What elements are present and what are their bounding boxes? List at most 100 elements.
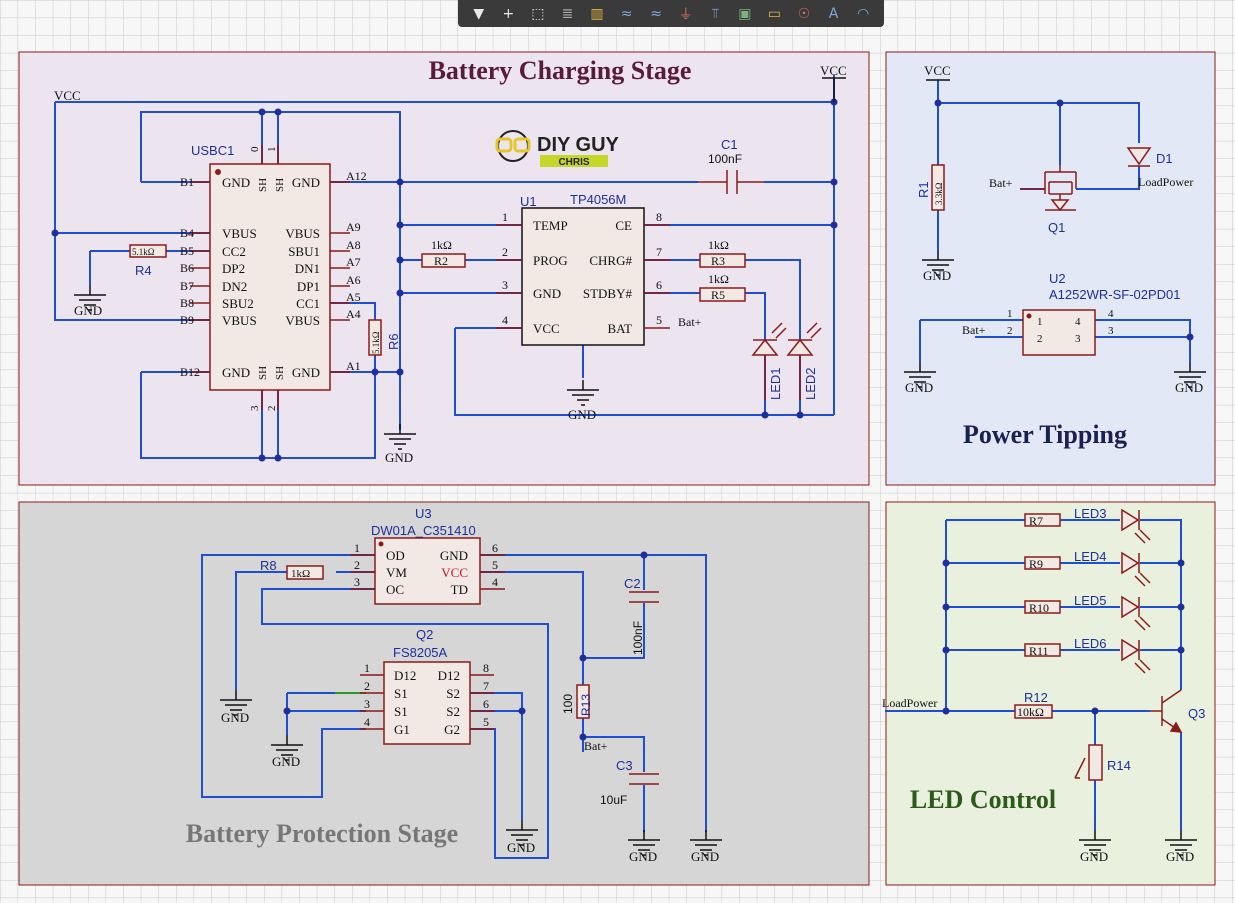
crosshair-icon[interactable]: +	[502, 5, 515, 22]
led-row-resistor-ref: R7	[1029, 514, 1043, 528]
u2-outer-pin-2: 2	[1007, 325, 1013, 337]
c3-symbol[interactable]	[629, 773, 659, 785]
protection-junctions	[283, 551, 648, 741]
u1-left-pin-name: TEMP	[533, 218, 568, 233]
bat-label-u1: Bat+	[678, 315, 702, 329]
c1-symbol[interactable]	[698, 170, 764, 194]
tipping-stage-frame[interactable]	[885, 51, 1216, 486]
usbc1-left-pin-number: B5	[180, 244, 194, 258]
usbc1-left-pin-name: GND	[222, 175, 250, 190]
charging-stage-frame[interactable]	[18, 51, 870, 486]
usbc1-sh-bottom-1: SH	[257, 366, 269, 380]
r5-value: 1kΩ	[708, 272, 729, 286]
r6-symbol[interactable]	[368, 319, 382, 356]
led-row-resistor[interactable]	[1024, 643, 1061, 657]
led-row-diode[interactable]	[1121, 638, 1140, 662]
r12-symbol[interactable]	[1014, 704, 1053, 719]
u2-inner-pin-1: 1	[1037, 316, 1043, 328]
bus-icon[interactable]: ≈	[650, 5, 663, 22]
led-row-resistor[interactable]	[1024, 600, 1061, 614]
gnd-label-r14: GND	[1080, 849, 1108, 864]
r1-symbol[interactable]	[931, 164, 945, 211]
u1-right-pin-name: BAT	[607, 321, 632, 336]
led-row-resistor[interactable]	[1024, 556, 1061, 570]
r2-symbol[interactable]	[421, 253, 466, 268]
gnd-label-r4: GND	[74, 303, 102, 318]
r2-value: 1kΩ	[431, 238, 452, 252]
select-box-icon[interactable]: ⬚	[531, 5, 545, 22]
arc-icon[interactable]: ◠	[856, 5, 870, 22]
c2-symbol[interactable]	[629, 591, 659, 603]
pin-icon[interactable]: ▭	[767, 5, 782, 22]
u3-ref: U3	[415, 506, 432, 521]
filter-icon[interactable]: ▼	[473, 5, 485, 22]
usbc1-right-pin-name: SBU1	[288, 244, 320, 259]
r4-symbol[interactable]	[129, 244, 167, 258]
u1-symbol[interactable]	[521, 207, 645, 346]
led1-symbol[interactable]	[751, 322, 787, 400]
usbc1-left-pin-number: B1	[180, 175, 194, 189]
gnd-label-q2-left: GND	[272, 754, 300, 769]
usbc1-left-pin-name: GND	[222, 365, 250, 380]
q1-symbol[interactable]	[1020, 165, 1077, 212]
loadpower-label-led: LoadPower	[882, 696, 937, 710]
net-port-icon[interactable]: ▣	[738, 5, 752, 22]
q2-left-pin-name: D12	[394, 668, 416, 683]
q2-right-pin-name: S2	[446, 686, 460, 701]
d1-symbol[interactable]	[1126, 147, 1152, 167]
u2-inner-pin-4: 4	[1075, 316, 1081, 328]
u2-outer-pin-4: 4	[1108, 308, 1114, 320]
r14-symbol[interactable]	[1074, 744, 1103, 781]
c1-value: 100nF	[708, 152, 742, 166]
u2-symbol[interactable]	[1022, 309, 1096, 356]
r8-ref: R8	[260, 558, 277, 573]
usbc1-symbol[interactable]	[209, 145, 331, 410]
r12-ref: R12	[1024, 690, 1048, 705]
led-row-diode[interactable]	[1121, 508, 1140, 532]
led-row-diode[interactable]	[1121, 551, 1140, 575]
vcc-port-tipping-label: VCC	[924, 63, 951, 78]
u3-left-pin-name: OD	[386, 548, 405, 563]
text-icon[interactable]: A	[828, 5, 839, 22]
led-row-diode[interactable]	[1121, 595, 1140, 619]
tipping-junctions	[934, 99, 1194, 341]
led-row-arrow	[1134, 619, 1146, 631]
ground-icon[interactable]: ⏚	[678, 6, 693, 23]
usbc1-right-pins: A12GNDA9VBUSA8SBU1A7DN1A6DP1A5CC1A4VBUSA…	[285, 169, 366, 380]
r8-symbol[interactable]	[286, 565, 324, 580]
q2-part: FS8205A	[393, 645, 448, 660]
r13-symbol[interactable]	[576, 684, 590, 719]
component-icon[interactable]: ▥	[590, 5, 604, 22]
align-icon[interactable]: ≣	[561, 5, 574, 22]
usbc1-right-pin-name: CC1	[296, 296, 320, 311]
u3-right-pin-number: 4	[492, 575, 498, 589]
q2-left-pin-name: G1	[394, 722, 410, 737]
logo-line1: DIY GUY	[537, 134, 620, 156]
led-row-resistor-ref: R10	[1029, 601, 1049, 615]
loadpower-label-tipping: LoadPower	[1138, 175, 1193, 189]
net-label-icon[interactable]: ⫪	[711, 5, 720, 22]
bat-label-q1: Bat+	[989, 176, 1013, 190]
q2-left-pin-name: S1	[394, 686, 408, 701]
q2-symbol[interactable]	[383, 661, 471, 745]
q2-left-pin-number: 4	[364, 715, 370, 729]
u3-left-pin-name: VM	[386, 565, 407, 580]
usbc1-left-pin-number: B9	[180, 313, 194, 327]
led-row-resistor[interactable]	[1024, 513, 1061, 527]
r5-ref: R5	[711, 288, 725, 302]
u1-left-pin-name: GND	[533, 286, 561, 301]
r5-symbol[interactable]	[699, 287, 746, 302]
usbc1-right-pin-number: A6	[346, 273, 361, 287]
r3-symbol[interactable]	[699, 253, 746, 268]
q2-right-pin-name: D12	[438, 668, 460, 683]
q3-symbol[interactable]	[1150, 689, 1183, 733]
led2-symbol[interactable]	[786, 322, 822, 400]
no-connect-icon[interactable]: ☉	[797, 5, 811, 22]
u3-left-pin-number: 1	[354, 541, 360, 555]
usbc1-left-pin-name: DN2	[222, 279, 247, 294]
u3-symbol[interactable]	[374, 537, 481, 605]
wire-icon[interactable]: ≈	[620, 5, 633, 22]
